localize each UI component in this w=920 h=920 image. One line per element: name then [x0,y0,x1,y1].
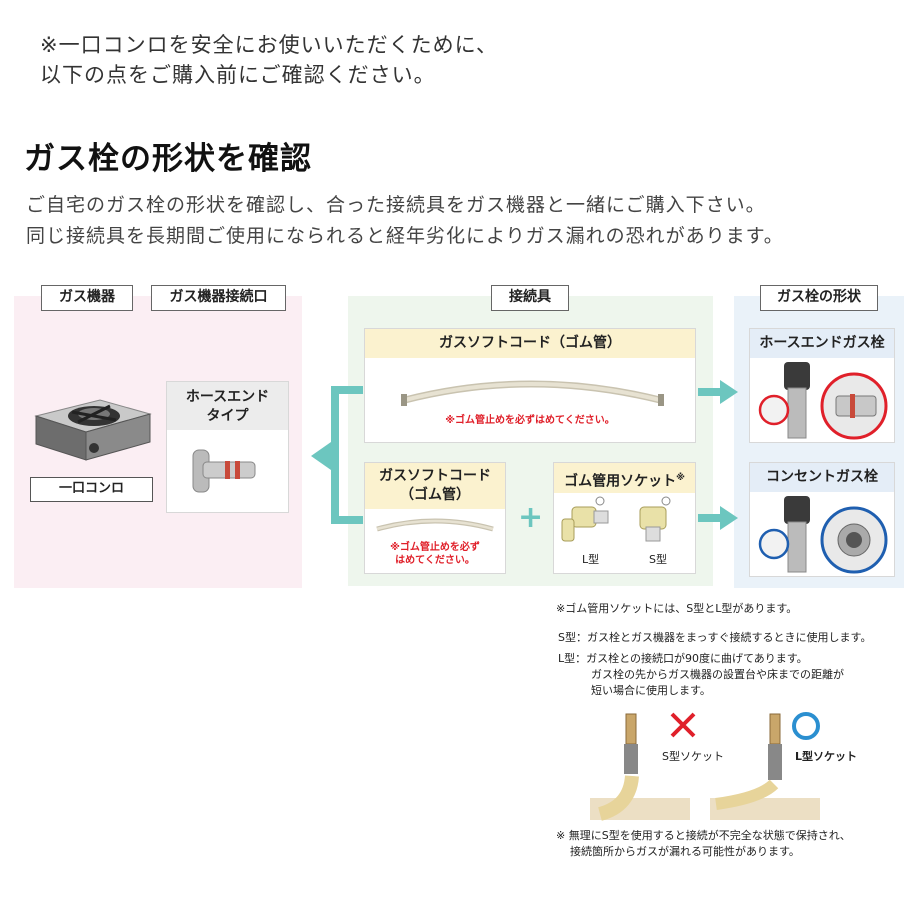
soft-cord-warning: ※ゴム管止めを必ずはめてください。 [445,415,615,426]
section-title: ガス栓の形状を確認 [24,141,312,177]
stove-label: 一口コンロ [30,477,153,502]
stove-image [34,399,152,461]
socket-title-text: ゴム管用ソケット [564,473,677,490]
hose-end-type-card: ホースエンド タイプ [166,381,289,513]
lead-line-1: ご自宅のガス栓の形状を確認し、合った接続具をガス機器と一緒にご購入下さい。 [26,194,766,216]
s-type-note-label: S型： [558,631,587,644]
soft-cord-card-2: ガスソフトコード （ゴム管） ※ゴム管止めを必ず はめてください。 [364,462,506,574]
soft-cord-2-title: ガスソフトコード （ゴム管） [365,463,505,509]
soft-cord-title: ガスソフトコード（ゴム管） [365,329,695,358]
concent-valve-image [758,496,888,574]
socket-types-note: ※ゴム管用ソケットには、S型とL型があります。 [556,602,798,615]
s-type-note: S型：ガス栓とガス機器をまっすぐ接続するときに使用します。 [558,630,871,646]
column-tag-valve-shape: ガス栓の形状 [760,285,878,311]
l-type-note-desc-2: ガス栓の先からガス機器の設置台や床までの距離が [591,668,844,681]
soft-cord-2-warning-line-1: ※ゴム管止めを必ず [390,542,480,553]
connector-to-device-arrow [311,386,363,524]
section-lead: ご自宅のガス栓の形状を確認し、合った接続具をガス機器と一緒にご購入下さい。 同じ… [26,190,784,252]
s-socket-caption: S型ソケット [662,750,724,763]
bottom-warning-note: ※ 無理にS型を使用すると接続が不完全な状態で保持され、 接続箇所からガスが漏れ… [556,828,851,860]
l-type-note-label: L型： [558,652,587,665]
hose-end-type-title: ホースエンド タイプ [167,382,288,430]
soft-cord-2-warning-line-2: はめてください。 [395,555,475,566]
socket-title-mark: ※ [676,473,685,483]
l-type-note: L型：ガス栓との接続口が90度に曲げてあります。 ガス栓の先からガス機器の設置台… [558,651,844,699]
arrow-to-hose-end-valve [698,380,738,404]
l-socket-caption: L型ソケット [795,750,858,763]
l-type-note-desc-1: ガス栓との接続口が90度に曲げてあります。 [586,652,808,665]
socket-title: ゴム管用ソケット※ [554,463,695,493]
soft-cord-2-image [376,518,494,532]
plus-icon: + [518,500,544,535]
l-type-note-desc-3: 短い場合に使用します。 [591,684,711,697]
hose-end-type-title-line-2: タイプ [206,408,249,424]
hose-end-valve-image [758,362,888,440]
soft-cord-2-title-line-1: ガスソフトコード [379,468,491,484]
socket-comparison-image [590,712,820,821]
soft-cord-2-warning: ※ゴム管止めを必ず はめてください。 [365,541,505,567]
concent-valve-title: コンセントガス栓 [750,463,894,492]
s-type-note-desc: ガス栓とガス機器をまっすぐ接続するときに使用します。 [586,631,872,644]
intro-text: ※一口コンロを安全にお使いいただくために、 以下の点をご購入前にご確認ください。 [40,30,498,90]
soft-cord-card: ガスソフトコード（ゴム管） ※ゴム管止めを必ずはめてください。 [364,328,696,443]
soft-cord-2-title-line-2: （ゴム管） [400,487,470,503]
hose-end-port-image [192,449,256,493]
concent-valve-card: コンセントガス栓 [749,462,895,577]
lead-line-2: 同じ接続具を長期間ご使用になられると経年劣化によりガス漏れの恐れがあります。 [26,225,784,247]
column-tag-connector: 接続具 [491,285,569,311]
column-tag-gas-device: ガス機器 [41,285,133,311]
socket-card: ゴム管用ソケット※ L型 S型 [553,462,696,574]
s-type-label: S型 [649,553,667,566]
arrow-to-concent-valve [698,506,738,530]
hose-end-valve-card: ホースエンドガス栓 [749,328,895,443]
intro-line-2: 以下の点をご購入前にご確認ください。 [40,63,436,87]
hose-end-type-title-line-1: ホースエンド [185,389,270,405]
socket-image [561,496,671,542]
intro-line-1: ※一口コンロを安全にお使いいただくために、 [40,33,498,57]
bottom-warning-line-2: 接続箇所からガスが漏れる可能性があります。 [570,845,800,858]
l-type-label: L型 [582,553,600,566]
hose-end-valve-title: ホースエンドガス栓 [750,329,894,358]
soft-cord-image [401,380,664,406]
column-tag-device-port: ガス機器接続口 [151,285,286,311]
bottom-warning-line-1: ※ 無理にS型を使用すると接続が不完全な状態で保持され、 [556,829,851,842]
